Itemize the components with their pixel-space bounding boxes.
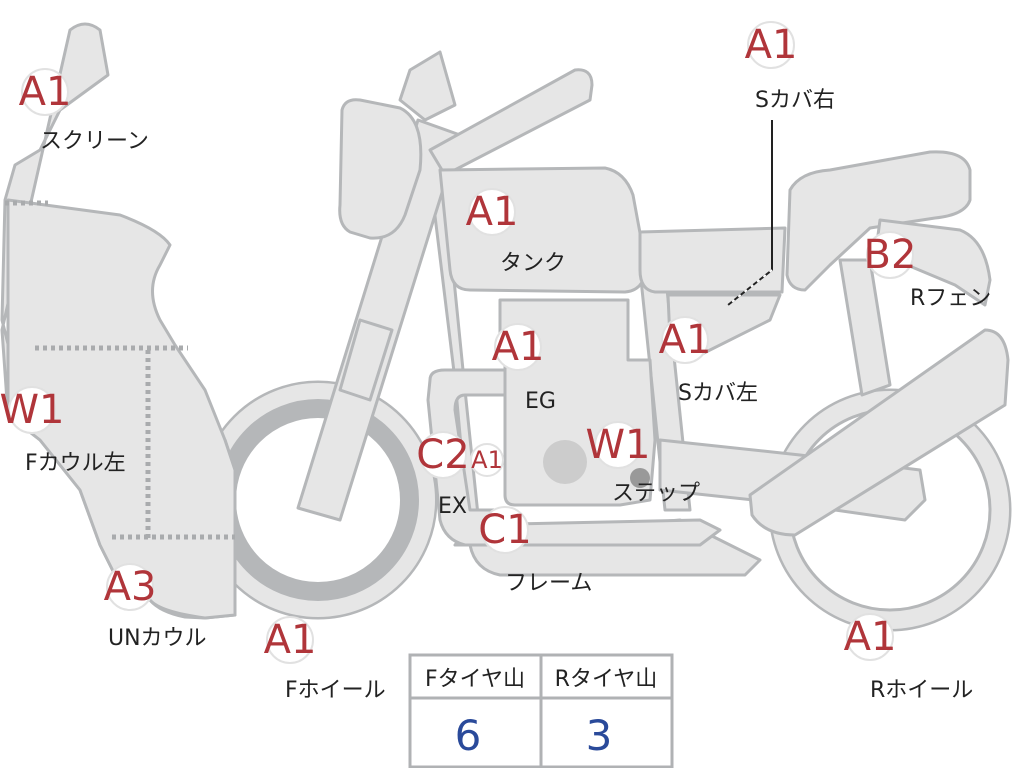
grade-circle xyxy=(21,68,69,116)
muffler-front xyxy=(748,328,1010,537)
fork-clamp xyxy=(338,318,394,402)
grade-circle xyxy=(470,443,504,477)
marker-frame: C1 フレーム xyxy=(478,506,592,596)
grade-text: A1 xyxy=(745,22,798,68)
grade-text: W1 xyxy=(586,422,651,468)
marker-tank: A1 タンク xyxy=(466,188,566,276)
grade-circle xyxy=(594,421,642,469)
part-label: ステップ xyxy=(612,481,700,506)
marker-eg: A1 EG xyxy=(492,323,556,414)
tire-tread-table: Fタイヤ山 Rタイヤ山 6 3 xyxy=(408,653,674,768)
grade-text: A1 xyxy=(19,69,72,115)
part-label: EG xyxy=(525,389,556,414)
marker-un-cowl: A3 UNカウル xyxy=(104,563,207,651)
grade-circle xyxy=(8,386,56,434)
headlight-shape xyxy=(338,98,423,240)
table-value-front-tire: 6 xyxy=(455,711,482,760)
marker-s-cover-right: A1 Sカバ右 xyxy=(745,21,835,113)
grade-circle xyxy=(266,616,314,664)
front-fork-shape xyxy=(296,118,462,522)
grade-text: C1 xyxy=(478,507,531,553)
grade-circle xyxy=(747,21,795,69)
grade-circle xyxy=(494,323,542,371)
grade-text: A1 xyxy=(264,617,317,663)
grade-text: A1 xyxy=(659,317,712,363)
marker-step: W1 ステップ xyxy=(586,421,700,506)
grade-circle xyxy=(846,613,894,661)
part-label: Rホイール xyxy=(870,678,973,703)
marker-ex-extra: A1 xyxy=(470,443,504,477)
marker-s-cover-left: A1 Sカバ左 xyxy=(659,316,758,406)
part-label: UNカウル xyxy=(108,626,207,651)
grade-text: C2 xyxy=(416,432,469,478)
handlebar-shape xyxy=(428,68,594,177)
marker-ex: C2 EX xyxy=(416,431,470,519)
s-cover-right-leader-dash xyxy=(727,269,773,306)
part-label: Fカウル左 xyxy=(25,451,126,476)
grade-text: A1 xyxy=(492,324,545,370)
part-label: Sカバ右 xyxy=(755,88,835,113)
marker-r-wheel: A1 Rホイール xyxy=(844,613,973,703)
engine-cover xyxy=(543,440,587,484)
grade-circle xyxy=(468,188,516,236)
grade-text: A1 xyxy=(844,614,897,660)
marker-f-wheel: A1 Fホイール xyxy=(264,616,386,703)
grade-circle xyxy=(106,563,154,611)
part-label: スクリーン xyxy=(40,129,149,154)
part-label: EX xyxy=(438,494,467,519)
mirror-shape xyxy=(398,50,457,122)
motorcycle-illustration xyxy=(0,22,1012,632)
marker-r-fender: B2 Rフェン xyxy=(864,231,991,311)
table-header-rear-tire: Rタイヤ山 xyxy=(555,667,658,692)
cowl-upper xyxy=(6,198,237,620)
rear-shock-shape xyxy=(838,258,892,397)
table-header-front-tire: Fタイヤ山 xyxy=(425,667,525,692)
grade-text: A1 xyxy=(471,446,503,474)
part-label: Sカバ左 xyxy=(678,381,758,406)
grade-circle xyxy=(661,316,709,364)
grade-text: W1 xyxy=(0,387,65,433)
grade-text: B2 xyxy=(864,232,917,278)
grade-circle xyxy=(419,431,467,479)
part-label: タンク xyxy=(500,251,566,276)
grade-markers: A1 スクリーン W1 Fカウル左 A3 UNカウル A1 Fホイール A1 タ… xyxy=(0,21,991,703)
grade-circle xyxy=(866,231,914,279)
table-value-rear-tire: 3 xyxy=(586,711,613,760)
part-label: フレーム xyxy=(505,571,592,596)
step-peg-1 xyxy=(630,468,650,488)
grade-text: A1 xyxy=(466,189,519,235)
side-cover-shape xyxy=(638,226,787,294)
marker-f-cowl-left: W1 Fカウル左 xyxy=(0,386,126,476)
grade-text: A3 xyxy=(104,564,157,610)
part-label: Rフェン xyxy=(910,286,991,311)
exhaust-shape xyxy=(426,368,507,547)
grade-circle xyxy=(481,506,529,554)
part-label: Fホイール xyxy=(285,678,386,703)
marker-screen: A1 スクリーン xyxy=(19,68,149,154)
